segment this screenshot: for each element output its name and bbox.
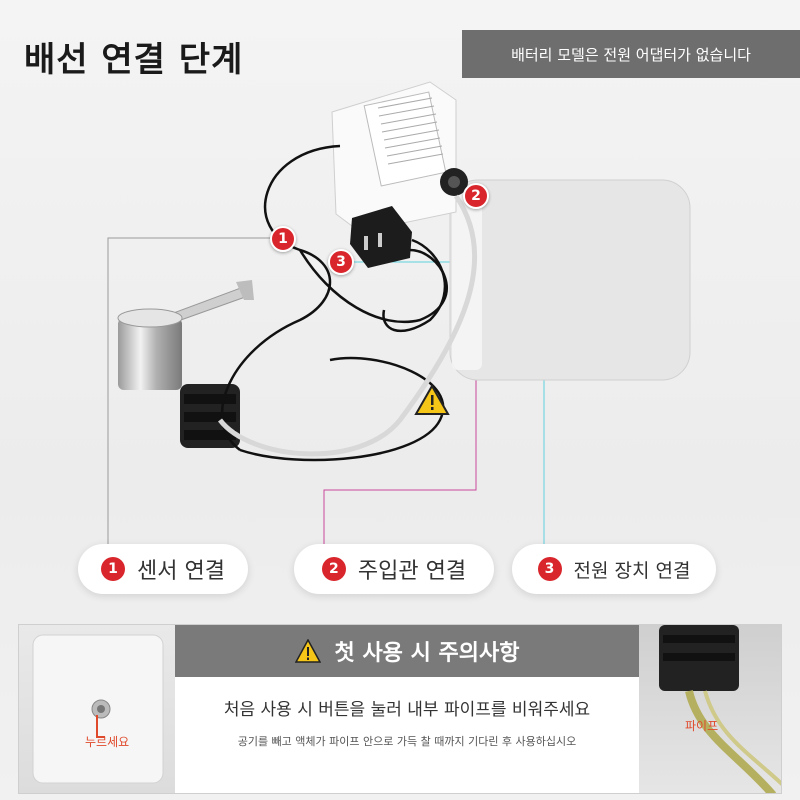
warning-icon [294,639,321,663]
callout-inlet-tube-connection: 2 주입관 연결 [294,544,494,594]
first-use-notice-panel: 누르세요 첫 사용 시 주의사항 처음 사용 시 버튼을 눌러 내부 파이프를 … [18,624,782,794]
photo-badge-3: 3 [328,249,354,275]
notice-instruction: 처음 사용 시 버튼을 눌러 내부 파이프를 비워주세요 [223,700,591,720]
power-adapter [350,206,412,268]
notice-detail: 공기를 빼고 액체가 파이프 안으로 가득 찰 때까지 기다린 후 사용하십시오 [237,735,577,748]
photo-badge-1: 1 [270,226,296,252]
callout-sensor-connection: 1 센서 연결 [78,544,248,594]
callout-number: 2 [321,557,346,581]
control-box [331,81,468,233]
callout-number: 3 [537,557,562,581]
product-illustration [107,81,691,556]
warning-icon [414,383,450,415]
sensor-faucet [117,280,254,448]
pipe-label: 파이프 [685,719,719,733]
callout-line-1 [107,237,282,556]
notice-heading-bar: 첫 사용 시 주의사항 [175,625,639,677]
clear-tube [218,194,478,457]
battery-notice-banner: 배터리 모델은 전원 어댑터가 없습니다 [462,30,800,78]
pipe-closeup-image: 파이프 [639,625,781,793]
callout-number: 1 [101,557,126,581]
button-closeup-image: 누르세요 [19,625,175,793]
notice-heading: 첫 사용 시 주의사항 [334,641,520,666]
callout-label: 주입관 연결 [357,559,467,584]
press-label: 누르세요 [85,735,130,749]
liquid-bottle [449,179,691,381]
cables [220,144,448,462]
callout-label: 센서 연결 [137,559,225,584]
photo-badge-2: 2 [463,183,489,209]
page-title: 배선 연결 단계 [24,40,244,80]
banner-text: 배터리 모델은 전원 어댑터가 없습니다 [511,45,751,64]
callout-label: 전원 장치 연결 [573,559,691,582]
callout-power-connection: 3 전원 장치 연결 [512,544,716,594]
